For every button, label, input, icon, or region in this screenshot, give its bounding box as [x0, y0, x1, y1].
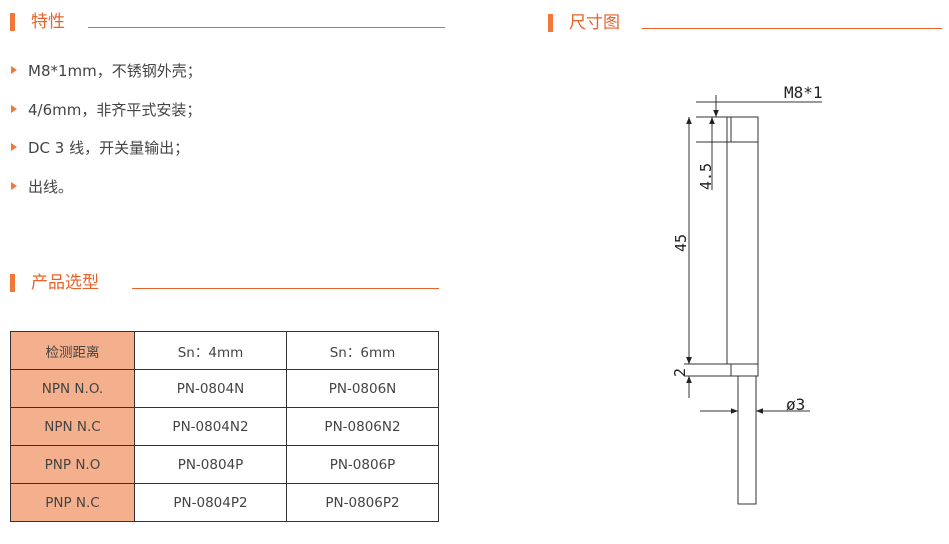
table-header-cell: Sn：4mm [134, 331, 287, 370]
table-cell: PN-0804P [134, 445, 287, 484]
feature-text: 4/6mm，非齐平式安装； [28, 101, 202, 119]
triangle-bullet-icon [11, 143, 17, 151]
table-cell: PN-0806N2 [286, 407, 439, 446]
sensor-thread [730, 116, 759, 143]
table-cell: PN-0806P2 [286, 483, 439, 522]
cable-diameter-label: ø3 [786, 395, 805, 414]
triangle-bullet-icon [11, 66, 17, 74]
dimension-section-title: 尺寸图 [569, 13, 620, 33]
triangle-bullet-icon [11, 105, 17, 113]
feature-item: 出线。 [11, 177, 73, 197]
feature-item: M8*1mm，不锈钢外壳； [11, 61, 202, 81]
table-row: PNP N.O PN-0804P PN-0806P [10, 445, 439, 484]
section-rule [132, 288, 439, 289]
models-section-header: 产品选型 [10, 272, 440, 296]
table-row: NPN N.O. PN-0804N PN-0806N [10, 369, 439, 408]
thread-dimension-label: M8*1 [784, 83, 823, 102]
triangle-bullet-icon [11, 182, 17, 190]
table-header-cell: Sn：6mm [286, 331, 439, 370]
sensor-cable [737, 375, 757, 505]
feature-text: 出线。 [28, 178, 74, 196]
table-cell: PN-0804P2 [134, 483, 287, 522]
table-row-label: PNP N.O [10, 445, 135, 484]
table-row: NPN N.C PN-0804N2 PN-0806N2 [10, 407, 439, 446]
table-cell: PN-0804N [134, 369, 287, 408]
dimension-2-label: 2 [671, 368, 689, 377]
section-rule [642, 28, 942, 29]
table-row-label: PNP N.C [10, 483, 135, 522]
features-section-header: 特性 [10, 11, 446, 35]
table-row-label: NPN N.O. [10, 369, 135, 408]
table-row-label: NPN N.C [10, 407, 135, 446]
table-row: PNP N.C PN-0804P2 PN-0806P2 [10, 483, 439, 522]
sensor-body [726, 116, 759, 365]
sensor-flange [730, 363, 759, 377]
model-selection-table: 检测距离 Sn：4mm Sn：6mm NPN N.O. PN-0804N PN-… [10, 331, 439, 522]
table-cell: PN-0804N2 [134, 407, 287, 446]
section-marker [548, 14, 553, 32]
dimension-45-label: 45 [672, 234, 690, 252]
dimension-section-header: 尺寸图 [548, 12, 942, 36]
feature-item: DC 3 线，开关量输出； [11, 138, 189, 158]
section-marker [10, 274, 15, 292]
section-rule [88, 27, 445, 28]
dimension-4-5-label: 4.5 [697, 163, 715, 190]
feature-text: M8*1mm，不锈钢外壳； [28, 62, 202, 80]
table-cell: PN-0806P [286, 445, 439, 484]
feature-text: DC 3 线，开关量输出； [28, 139, 190, 157]
feature-item: 4/6mm，非齐平式安装； [11, 100, 201, 120]
models-section-title: 产品选型 [31, 273, 99, 293]
features-section-title: 特性 [31, 12, 65, 32]
table-header-row: 检测距离 Sn：4mm Sn：6mm [10, 331, 439, 370]
section-marker [10, 13, 15, 31]
